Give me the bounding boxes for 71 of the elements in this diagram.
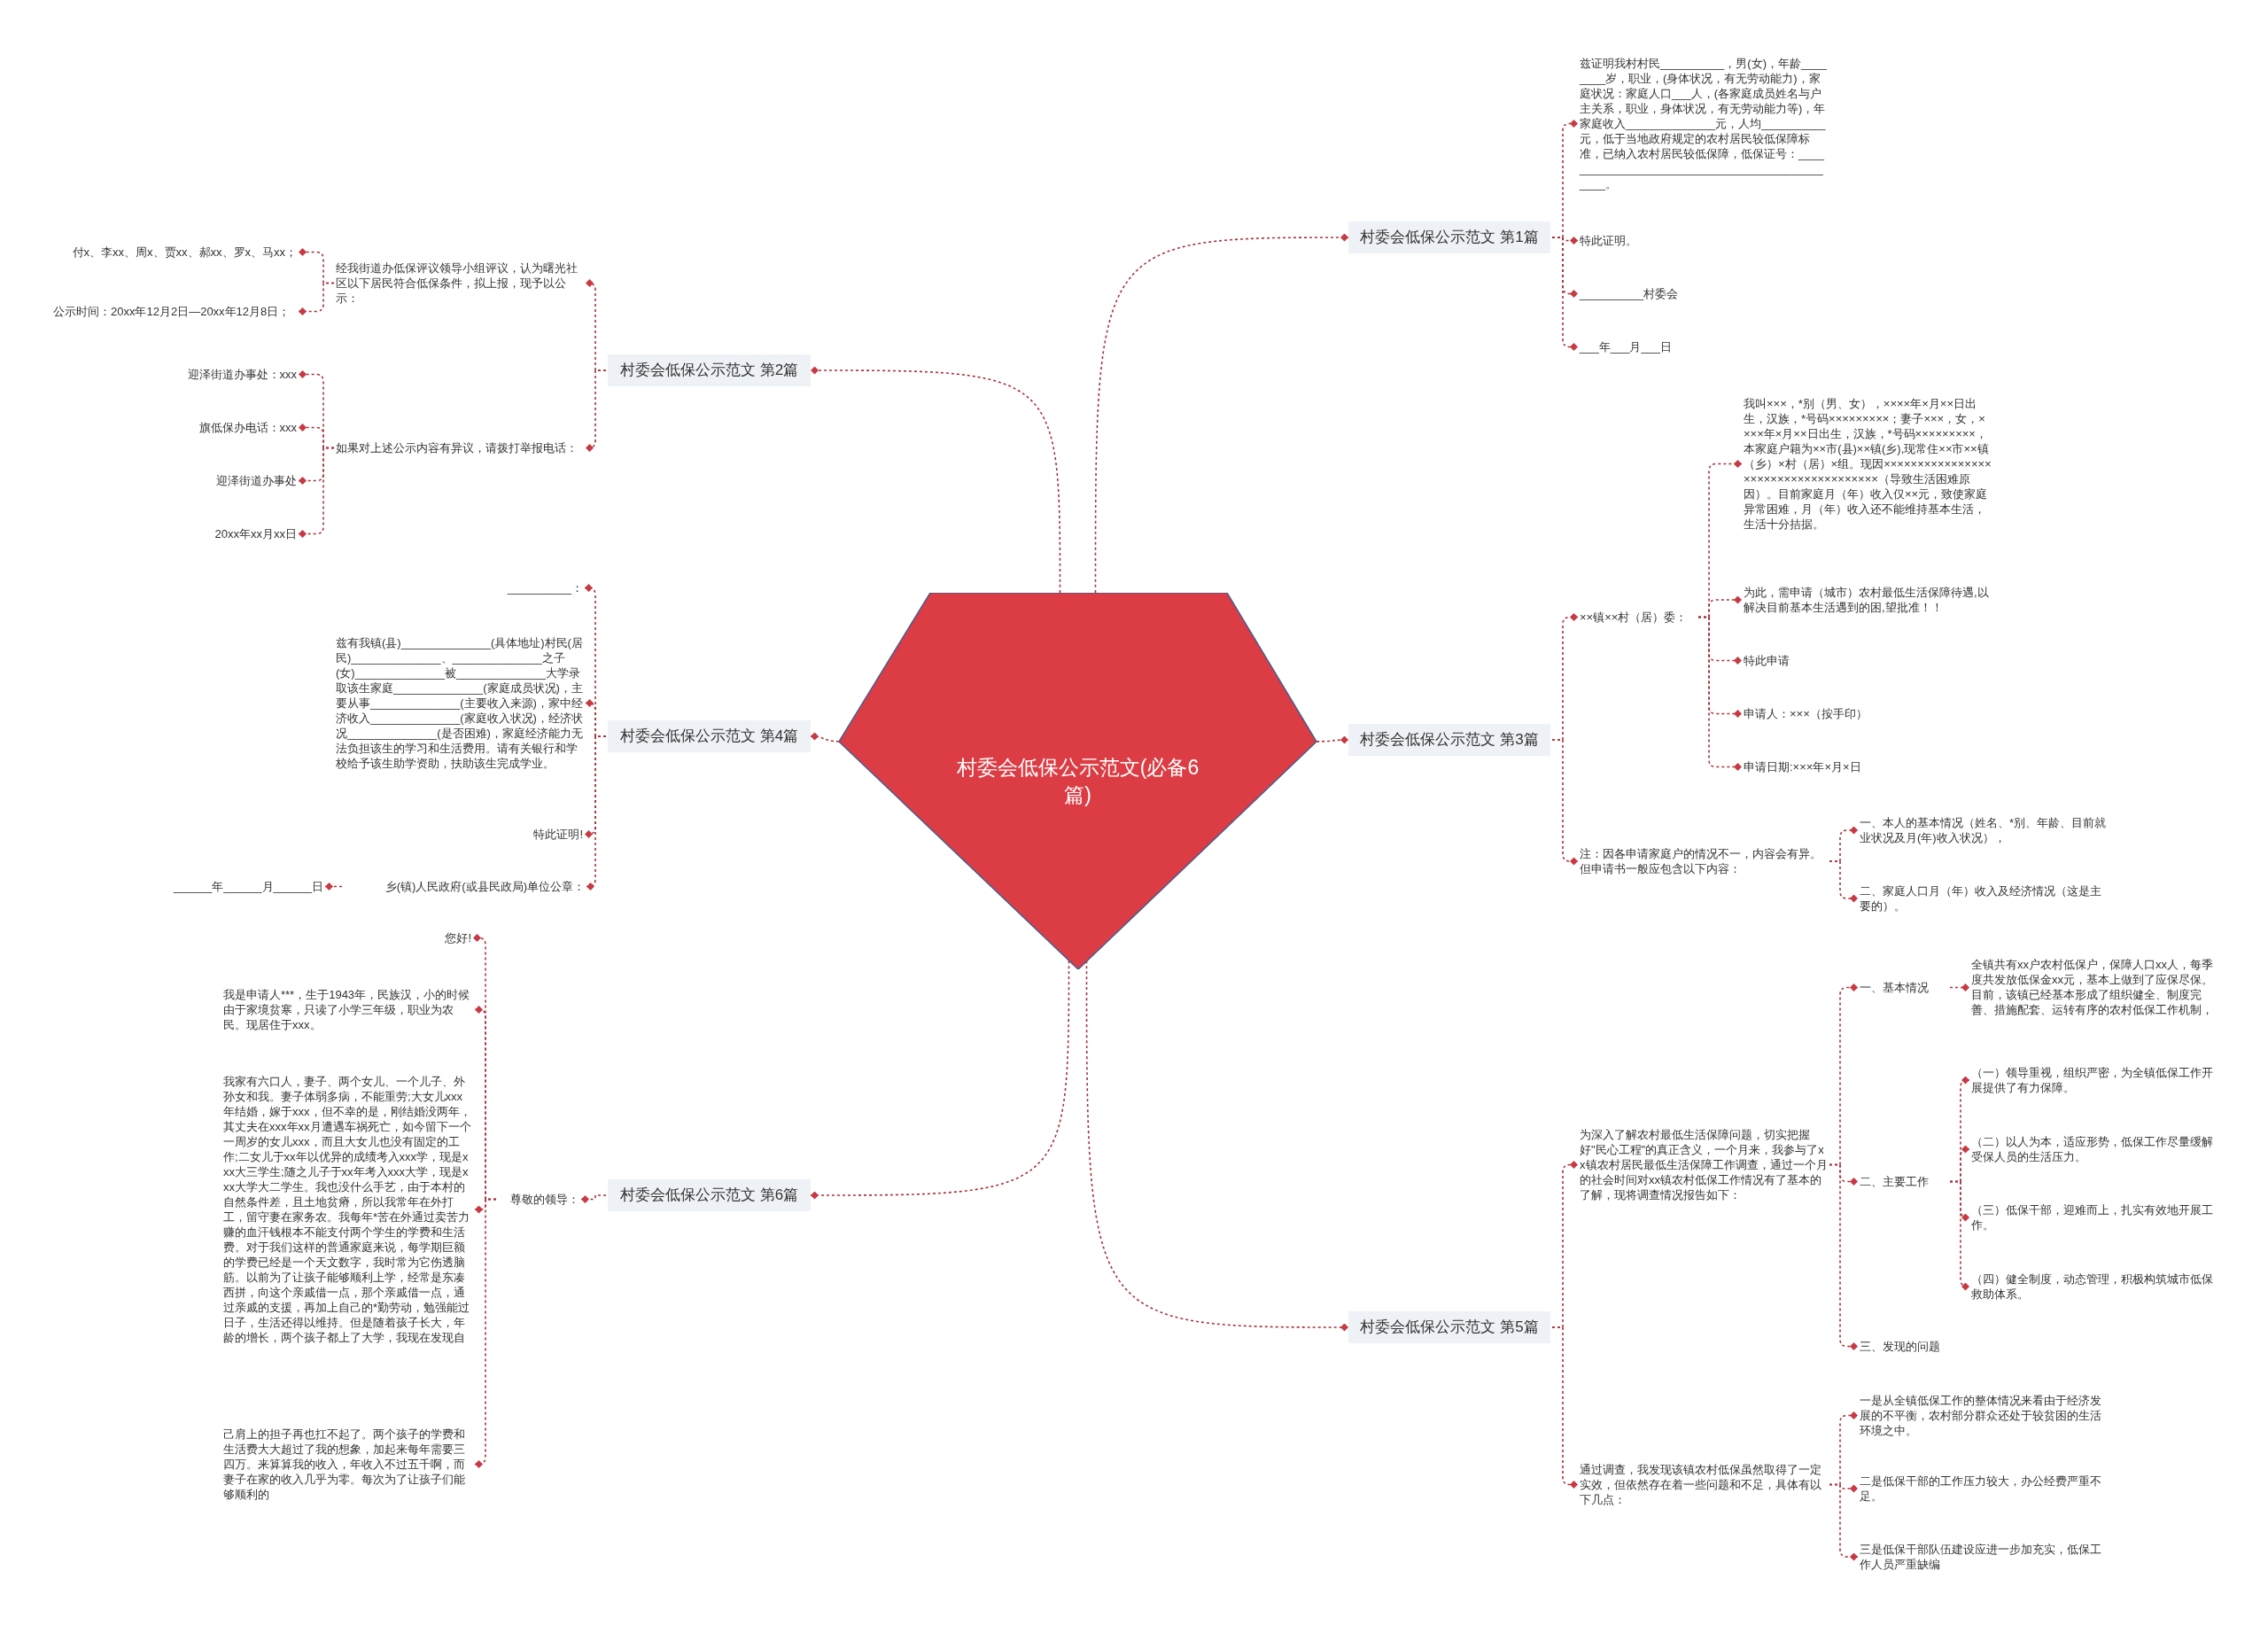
branch-topic: 村委会低保公示范文 第1篇 bbox=[1348, 222, 1550, 253]
topic-text: 迎泽街道办事处：xxx bbox=[124, 367, 297, 382]
topic-text: 如果对上述公示内容有异议，请拨打举报电话： bbox=[336, 440, 584, 455]
connector bbox=[1829, 1483, 1859, 1561]
topic-text: （四）健全制度，动态管理，积极构筑城市低保救助体系。 bbox=[1971, 1271, 2224, 1302]
topic-text: __________： bbox=[443, 580, 583, 595]
topic-text: 通过调查，我发现该镇农村低保虽然取得了一定实效，但依然存在着一些问题和不足，具体有以下几点： bbox=[1580, 1462, 1828, 1507]
topic-text: 二、家庭人口月（年）收入及经济情况（这是主要的）。 bbox=[1860, 883, 2108, 914]
topic-text: 一、本人的基本情况（姓名、*别、年龄、目前就业状况及月(年)收入状况）， bbox=[1860, 815, 2108, 845]
topic-text: 公示时间：20xx年12月2日—20xx年12月8日； bbox=[53, 304, 297, 319]
topic-text: 兹证明我村村民__________，男(女)，年龄________岁，职业，(身体状况，有无劳动能力)，家庭状况：家庭人口___人，(各家庭成员姓名与户主关系，职业，身体状况，有无劳动能力等)，年家庭收入______________元，人均__________元，低于当地政府规定的农村居民较低保障标准，已纳入农村居民较低保障，低保证号：______________________________________________。 bbox=[1580, 56, 1828, 191]
topic-text: 您好! bbox=[381, 930, 471, 945]
branch-topic: 村委会低保公示范文 第6篇 bbox=[608, 1179, 811, 1211]
connector bbox=[586, 735, 607, 890]
topic-text: 我是申请人***，生于1943年，民族汉，小的时候由于家境贫寒，只读了小学三年级，职业为农民。现居住于xxx。 bbox=[223, 987, 473, 1032]
topic-text: 付x、李xx、周x、贾xx、郝xx、罗x、马xx； bbox=[27, 245, 297, 260]
branch-topic: 村委会低保公示范文 第4篇 bbox=[608, 720, 811, 752]
connector bbox=[474, 1198, 497, 1468]
connector bbox=[1829, 1163, 1859, 1350]
topic-text: 尊敬的领导： bbox=[498, 1192, 579, 1207]
connector bbox=[1551, 237, 1579, 351]
topic-text: 注：因各申请家庭户的情况不一，内容会有异。但申请书一般应包含以下内容： bbox=[1580, 846, 1828, 876]
connector bbox=[1697, 616, 1743, 771]
connector bbox=[1949, 984, 1970, 991]
connector bbox=[1316, 735, 1349, 744]
topic-text: 特此申请 bbox=[1744, 653, 1921, 668]
topic-text: 一、基本情况 bbox=[1860, 980, 1948, 995]
topic-text: 二是低保干部的工作压力较大，办公经费严重不足。 bbox=[1860, 1474, 2112, 1504]
topic-text: 三、发现的问题 bbox=[1860, 1339, 1992, 1354]
connector bbox=[1551, 739, 1579, 866]
connector bbox=[298, 447, 335, 538]
connector bbox=[298, 282, 335, 315]
branch-topic: 村委会低保公示范文 第5篇 bbox=[1348, 1311, 1550, 1343]
connector bbox=[1949, 1180, 1970, 1291]
topic-text: 申请人：×××（按手印） bbox=[1744, 706, 1921, 721]
topic-text: ××镇××村（居）委： bbox=[1580, 610, 1697, 625]
connector bbox=[1829, 860, 1859, 903]
connector bbox=[810, 732, 840, 743]
connector bbox=[580, 1194, 607, 1203]
topic-text: 乡(镇)人民政府(或县民政局)单位公章： bbox=[344, 879, 585, 894]
connector bbox=[585, 369, 607, 452]
topic-text: __________村委会 bbox=[1580, 286, 1757, 301]
topic-text: 我叫×××，*别（男、女），××××年×月××日出生，汉族，*号码×××××××××；妻子×××，女，××××年×月××日出生，汉族，*号码×××××××××，本家庭户籍为××市(县)××镇(乡),现常住××市××镇（乡）×村（居）×组。现因××××××××××××××××××××××××××××××××××××（导致生活困难原因）。目前家庭月（年）收入仅××元，致使家庭异常困难，月（年）收入还不能维持基本生活，生活十分拮据。 bbox=[1744, 396, 1992, 532]
topic-text: ______年______月______日 bbox=[133, 879, 323, 894]
connector bbox=[810, 366, 1061, 594]
topic-text: ___年___月___日 bbox=[1580, 339, 1757, 354]
connector bbox=[1094, 233, 1349, 594]
topic-text: （一）领导重视，组织严密，为全镇低保工作开展提供了有力保障。 bbox=[1971, 1065, 2224, 1095]
topic-text: 己肩上的担子再也扛不起了。两个孩子的学费和生活费大大超过了我的想象，加起来每年需要三四万。来算算我的收入，年收入不过五千啊，而妻子在家的收入几乎为零。每次为了让孩子们能够顺利的 bbox=[223, 1427, 473, 1502]
topic-text: 二、主要工作 bbox=[1860, 1174, 1948, 1189]
connector bbox=[324, 883, 343, 890]
topic-text: 全镇共有xx户农村低保户，保障人口xx人，每季度共发放低保金xx元，基本上做到了应保尽保。目前，该镇已经基本形成了组织健全、制度完善、措施配套、运转有序的农村低保工作机制， bbox=[1971, 957, 2224, 1017]
topic-text: 迎泽街道办事处 bbox=[124, 473, 297, 488]
topic-text: 旗低保办电话：xxx bbox=[124, 420, 297, 435]
topic-text: 特此证明! bbox=[443, 827, 583, 842]
topic-text: 经我街道办低保评议领导小组评议，认为曙光社区以下居民符合低保条件，拟上报，现予以公示： bbox=[336, 261, 584, 306]
topic-text: 为此，需申请（城市）农村最低生活保障待遇,以解决目前基本生活遇到的困,望批准！！ bbox=[1744, 585, 1992, 615]
topic-text: 20xx年xx月xx日 bbox=[124, 526, 297, 541]
topic-text: 申请日期:×××年×月×日 bbox=[1744, 759, 1921, 774]
central-topic: 村委会低保公示范文(必备6篇) bbox=[955, 754, 1200, 808]
branch-topic: 村委会低保公示范文 第3篇 bbox=[1348, 724, 1550, 756]
topic-text: 我家有六口人，妻子、两个女儿、一个儿子、外孙女和我。妻子体弱多病，不能重劳;大女儿xxx年结婚，嫁于xxx，但不幸的是，刚结婚没两年，其丈夫在xxx年xx月遭遇车祸死亡，如今留下一个一周岁的女儿xxx，而且大女儿也没有固定的工作;二女儿于xx年以优异的成绩考入xxx学，现是xxx大三学生;随之儿子于xx年考入xxx大学，现是xxx大学大二学生。我也没什么手艺，由于本村的自然条件差，且土地贫瘠，所以我常年在外打工，留守妻在家务农。我每年*苦在外通过卖苦力赚的血汗钱根本不能支付两个学生的学费和生活费。对于我们这样的普通家庭来说，每学期巨额的学费已经是一个天文数字，我时常为它伤透脑筋。以前为了让孩子能够顺利上学，经常是东凑西拼，向这个亲戚借一点，那个亲戚借一点，通过亲戚的支援，再加上自己的*勤劳动，勉强能过日子，生活还得以维持。但是随着孩子长大，年龄的增长，两个孩子都上了大学，我现在发现自 bbox=[223, 1074, 473, 1345]
connector bbox=[1551, 1326, 1579, 1489]
topic-text: （二）以人为本，适应形势，低保工作尽量缓解受保人员的生活压力。 bbox=[1971, 1134, 2224, 1164]
branch-topic: 村委会低保公示范文 第2篇 bbox=[608, 354, 811, 386]
topic-text: （三）低保干部，迎难而上，扎实有效地开展工作。 bbox=[1971, 1202, 2224, 1233]
topic-text: 兹有我镇(县)______________(具体地址)村民(居民)______________、______________之子(女)______________被______________大学录取该生家庭______________(家庭成员状况)，主要从事______________(主要收入来源)，家中经济收入______________(家庭收入状况)，经济状况______________(是否困难)，家庭经济能力无法负担该生的学习和生活费用。请有关银行和学校给予该生助学资助，扶助该生完成学业。 bbox=[336, 635, 584, 771]
topic-text: 一是从全镇低保工作的整体情况来看由于经济发展的不平衡，农村部分群众还处于较贫困的生活环境之中。 bbox=[1860, 1393, 2112, 1438]
topic-text: 特此证明。 bbox=[1580, 233, 1757, 248]
topic-text: 三是低保干部队伍建设应进一步加充实，低保工作人员严重缺编 bbox=[1860, 1542, 2112, 1572]
topic-text: 为深入了解农村最低生活保障问题，切实把握好"民心工程"的真正含义，一个月来，我参与了xx镇农村居民最低生活保障工作调查，通过一个月的社会时间对xx镇农村低保工作情况有了基本的了解，现将调查情况报告如下： bbox=[1580, 1127, 1828, 1202]
